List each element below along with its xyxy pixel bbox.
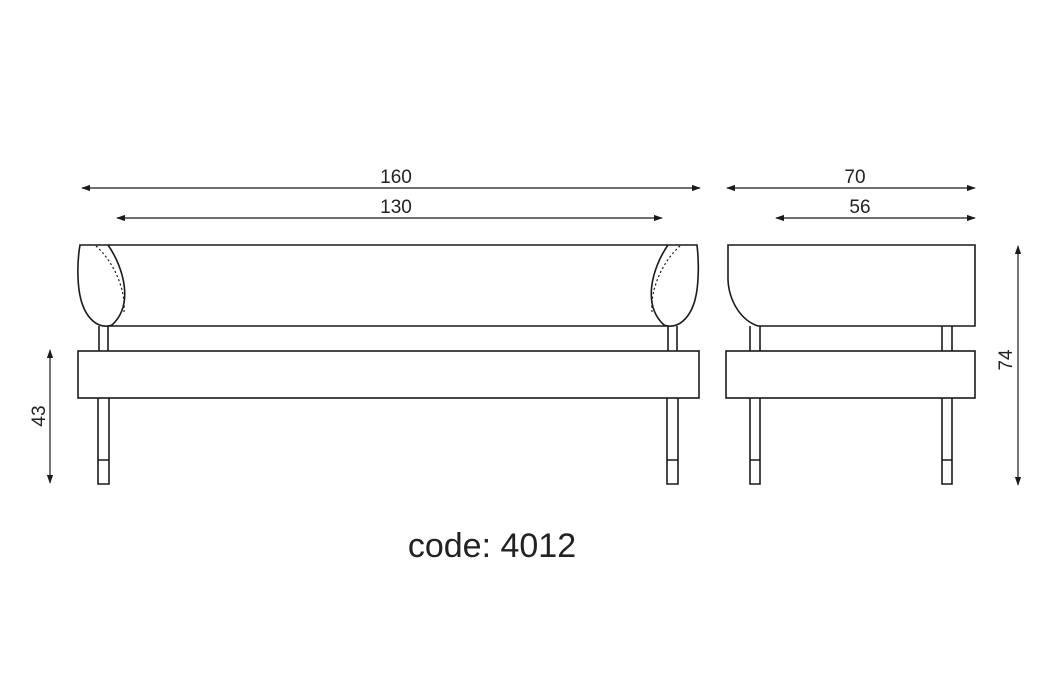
dimension-160: 160 — [81, 167, 701, 192]
front-view — [77, 244, 700, 485]
side-leg-left — [749, 398, 761, 485]
dimension-label-74: 74 — [996, 349, 1017, 371]
side-post-left — [749, 326, 761, 351]
front-right-armrest — [650, 244, 700, 327]
front-left-armrest-stitch — [95, 245, 125, 313]
dimension-label-56: 56 — [849, 197, 870, 218]
side-leg-right — [941, 398, 953, 485]
front-leg-left — [97, 398, 110, 485]
dimension-70: 70 — [726, 167, 976, 192]
front-back-post-right — [667, 326, 678, 351]
front-right-armrest-stitch — [651, 245, 681, 313]
dimension-56: 56 — [775, 197, 976, 222]
front-left-armrest — [77, 244, 126, 327]
front-back-post-left — [98, 326, 109, 351]
side-seat — [725, 350, 976, 399]
dimension-label-70: 70 — [844, 167, 865, 188]
front-leg-right — [666, 398, 679, 485]
product-code: code: 4012 — [408, 527, 576, 565]
dimension-label-43: 43 — [29, 405, 50, 426]
front-backrest — [108, 244, 668, 327]
side-view — [725, 244, 976, 485]
side-post-right — [941, 326, 953, 351]
dimension-label-160: 160 — [380, 167, 412, 188]
front-seat — [77, 350, 700, 399]
dimension-43: 43 — [29, 349, 54, 484]
side-backrest — [727, 244, 976, 327]
dimension-130: 130 — [116, 197, 663, 222]
dimension-label-130: 130 — [380, 197, 412, 218]
dimension-74: 74 — [996, 245, 1022, 486]
